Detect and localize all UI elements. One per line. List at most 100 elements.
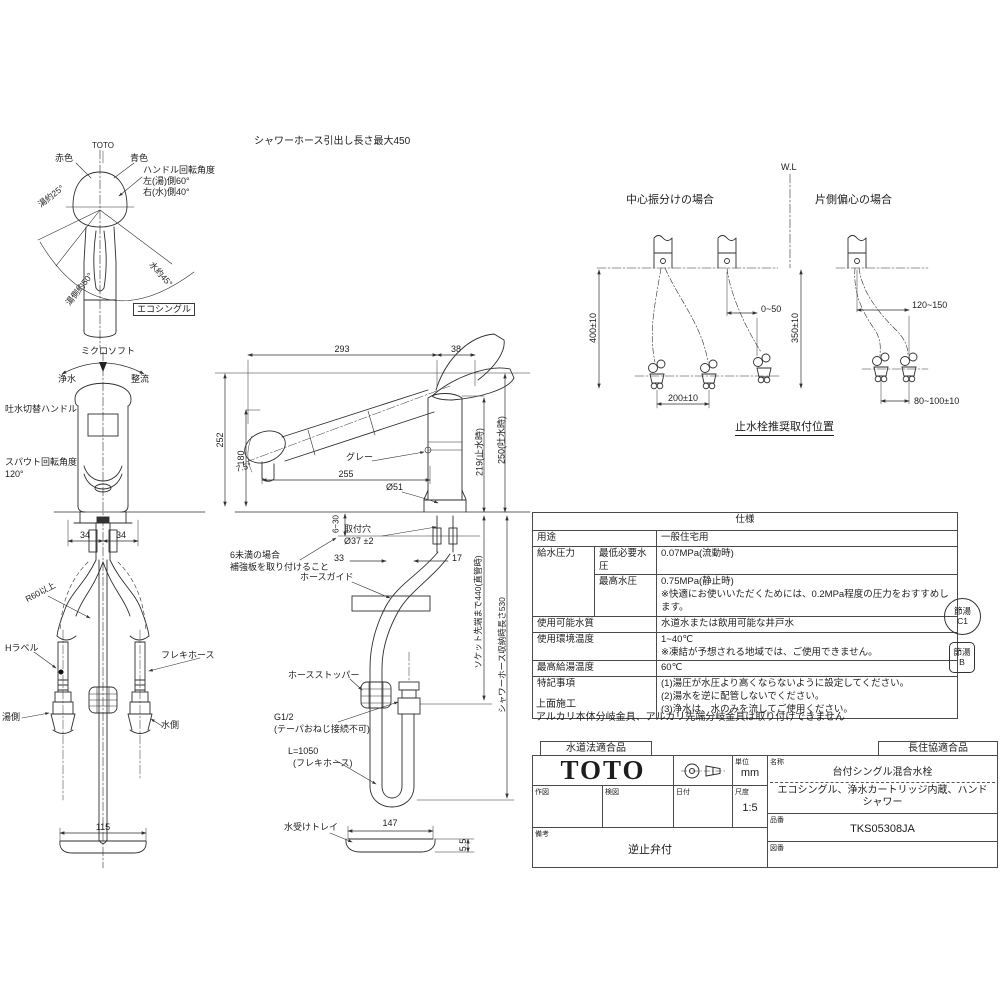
dim-147: 147 bbox=[382, 818, 398, 828]
spec-title: 仕様 bbox=[532, 512, 958, 531]
faucet-side-drawing bbox=[214, 333, 531, 853]
straight-flow-label: 整流 bbox=[131, 374, 150, 384]
spec-value: 水道水または飲用可能な井戸水 bbox=[656, 615, 958, 633]
projection-symbol-cell bbox=[673, 755, 733, 786]
dim-0-50: 0~50 bbox=[761, 304, 782, 314]
remarks-value: 逆止弁付 bbox=[628, 844, 672, 856]
third-angle-projection-icon bbox=[681, 763, 725, 779]
mount-hole-label: 取付穴 bbox=[344, 524, 372, 534]
spec-note-1: (1)湯圧が水圧より高くならないように設定してください。 bbox=[661, 678, 910, 690]
spec-value-note: ※快適にお使いいただくためには、0.2MPa程度の圧力をおすすめします。 bbox=[661, 589, 949, 614]
dim-219: 219(止水時) bbox=[474, 427, 485, 477]
handle-rotation-hot: 左(湯)側60° bbox=[143, 176, 190, 186]
badge-c1-class: C1 bbox=[957, 615, 968, 626]
product-name-2: エコシングル、浄水カートリッジ内蔵、ハンドシャワー bbox=[777, 785, 988, 808]
badge-c1-text: 節湯 bbox=[953, 605, 971, 616]
dim-250: 250(吐水時) bbox=[496, 415, 507, 465]
dim-120-150: 120~150 bbox=[912, 300, 948, 310]
reinforce-note-1: 6未満の場合 bbox=[230, 550, 281, 560]
spec-note-2: (2)湯水を逆に配管しないでください。 bbox=[661, 690, 825, 702]
center-case-title: 中心振分けの場合 bbox=[626, 194, 714, 206]
spec-label: 最高給湯温度 bbox=[532, 660, 657, 678]
dim-17: 17 bbox=[452, 553, 463, 563]
l1050-note: (フレキホース) bbox=[293, 758, 353, 768]
spec-value: 一般住宅用 bbox=[656, 530, 958, 547]
unit-cell: 単位 mm bbox=[732, 755, 768, 786]
spout-rotation-label: スパウト回転角度 bbox=[5, 457, 78, 467]
top-install-note: 上面施工 bbox=[536, 699, 576, 710]
wl-label: W.L bbox=[781, 162, 797, 172]
dim-200: 200±10 bbox=[668, 393, 698, 403]
spec-value-main: 0.75MPa(静止時) bbox=[661, 576, 734, 588]
spec-value: 0.07MPa(流動時) bbox=[656, 545, 958, 576]
stop-valve-symbols bbox=[648, 352, 918, 390]
purified-water-label: 浄水 bbox=[58, 374, 77, 384]
micro-soft-label: ミクロソフト bbox=[81, 346, 136, 356]
dim-socket-440: ソケット先端まで440(直管時) bbox=[473, 555, 483, 669]
date-label: 日付 bbox=[676, 789, 690, 796]
spec-value-note: ※凍結が予想される地域では、ご使用できません。 bbox=[661, 646, 878, 658]
drawn-cell: 作図 bbox=[532, 785, 603, 828]
valve-position-title: 止水栓推奨取付位置 bbox=[735, 420, 834, 437]
dim-80-100: 80~100±10 bbox=[914, 396, 960, 406]
dim-252: 252 bbox=[215, 432, 225, 448]
spec-label: 用途 bbox=[532, 530, 657, 547]
eco-single-label: エコシングル bbox=[133, 303, 196, 317]
toto-logo: TOTO bbox=[560, 755, 646, 785]
dim-34-right: 34 bbox=[115, 530, 127, 540]
g-half-label: G1/2 bbox=[274, 712, 294, 722]
scale-label: 尺度 bbox=[735, 789, 749, 796]
name-divider bbox=[770, 782, 995, 783]
spec-sublabel: 最高水圧 bbox=[594, 574, 657, 617]
l1050-label: L=1050 bbox=[288, 746, 319, 756]
hose-guide-label: ホースガイド bbox=[300, 572, 354, 582]
spec-value: 1~40℃ ※凍結が予想される地域では、ご使用できません。 bbox=[656, 631, 958, 662]
cold-side-label: 水側 bbox=[161, 720, 180, 730]
red-color-label: 赤色 bbox=[55, 153, 74, 163]
scale-value: 1:5 bbox=[742, 802, 758, 814]
dim-34-left: 34 bbox=[79, 530, 91, 540]
remarks-cell: 備考 逆止弁付 bbox=[532, 827, 768, 868]
name-label: 名称 bbox=[770, 759, 784, 766]
part-number-cell: 品番 TKS05308JA bbox=[767, 813, 998, 842]
dim-hose-530: シャワーホース収納時長さ530 bbox=[497, 597, 507, 713]
installation-drawing bbox=[596, 173, 929, 409]
unit-value: mm bbox=[740, 767, 760, 779]
dim-293: 293 bbox=[334, 344, 350, 354]
spec-note-3: (3)浄水は、水のみを流してご使用ください。 bbox=[661, 703, 853, 715]
name-cell: 名称 台付シングル混合水栓 エコシングル、浄水カートリッジ内蔵、ハンドシャワー bbox=[767, 755, 998, 814]
gray-callout: グレー bbox=[346, 452, 374, 462]
faucet-front-drawing bbox=[21, 351, 206, 869]
alkali-note: アルカリ本体分岐金具、アルカリ先端分岐金具は取り付けできません bbox=[536, 712, 845, 723]
spec-label: 給水圧力 bbox=[532, 545, 595, 617]
switch-handle-label: 吐水切替ハンドル bbox=[5, 404, 78, 414]
badge-b-text: 節湯 bbox=[953, 646, 971, 657]
brand-mark: TOTO bbox=[92, 141, 114, 150]
spec-label: 使用可能水質 bbox=[532, 615, 657, 633]
dim-38: 38 bbox=[450, 344, 462, 354]
unit-label: 単位 bbox=[735, 759, 749, 766]
remarks-label: 備考 bbox=[535, 831, 549, 838]
dim-33: 33 bbox=[334, 553, 345, 563]
hot-side-label: 湯側 bbox=[2, 712, 21, 722]
water-law-mark: 水道法適合品 bbox=[540, 741, 652, 756]
dim-6-30: 6~30 bbox=[331, 514, 341, 534]
part-number-value: TKS05308JA bbox=[850, 823, 915, 835]
spec-value: 60℃ bbox=[656, 660, 958, 678]
product-name-1: 台付シングル混合水栓 bbox=[832, 767, 933, 778]
spout-rotation-value: 120° bbox=[5, 469, 24, 479]
dim-350: 350±10 bbox=[790, 313, 800, 343]
g-half-note: (テーパおねじ接続不可) bbox=[274, 724, 370, 734]
spec-value-main: 1~40℃ bbox=[661, 633, 694, 645]
dim-255: 255 bbox=[338, 469, 354, 479]
checked-label: 検図 bbox=[605, 789, 619, 796]
handle-rotation-cold: 右(水)側40° bbox=[143, 187, 190, 197]
handle-rotation-title: ハンドル回転角度 bbox=[143, 165, 216, 175]
hose-pullout-note: シャワーホース引出し長さ最大450 bbox=[254, 136, 411, 147]
dim-115: 115 bbox=[95, 822, 111, 832]
part-number-label: 品番 bbox=[770, 817, 784, 824]
h-label: Hラベル bbox=[5, 643, 39, 653]
checked-cell: 検図 bbox=[602, 785, 674, 828]
spec-value: 0.75MPa(静止時) ※快適にお使いいただくためには、0.2MPa程度の圧力… bbox=[656, 574, 958, 617]
